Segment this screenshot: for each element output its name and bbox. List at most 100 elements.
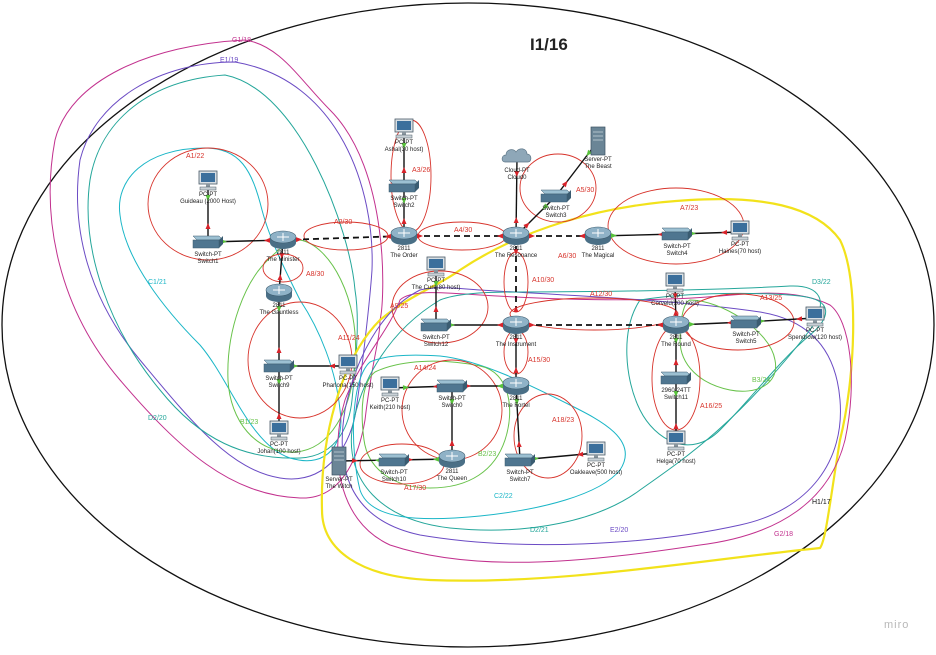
network-label: B2/23	[478, 451, 496, 458]
device-label: Haines(70 host)	[719, 249, 761, 255]
network-label: A17/30	[404, 485, 426, 492]
switch-icon	[420, 318, 452, 332]
link-the-fortel-switch7	[515, 385, 521, 461]
network-label: A12/30	[590, 291, 612, 298]
network-label: A7/23	[680, 205, 698, 212]
region-d2-outline	[87, 74, 358, 459]
device-label: 2811	[592, 246, 606, 252]
device-label: Switch-PT	[438, 396, 466, 402]
device-label: PC-PT	[731, 242, 749, 248]
network-label: D2/21	[530, 527, 549, 534]
port-marker	[523, 222, 530, 229]
port-marker	[264, 237, 271, 243]
network-label: G2/18	[774, 531, 793, 538]
port-marker	[277, 274, 283, 281]
network-label: H1/17	[812, 499, 831, 506]
port-marker	[449, 440, 455, 446]
device-label: The Cure(80 host)	[412, 285, 461, 291]
device-label: Switch9	[268, 383, 290, 389]
device-label: Switch-PT	[542, 206, 570, 212]
device-label: PC-PT	[270, 442, 288, 448]
network-label: B1/23	[240, 419, 258, 426]
router-icon	[438, 449, 466, 468]
port-marker	[401, 143, 407, 149]
network-label: C1/21	[148, 279, 167, 286]
port-marker	[513, 367, 519, 373]
network-label: A4/30	[454, 227, 472, 234]
port-marker	[205, 195, 211, 201]
device-label: 2811	[446, 469, 460, 475]
device-label: 2811	[510, 246, 524, 252]
switch-icon	[388, 179, 420, 193]
region-b1-outline	[227, 239, 357, 453]
device-label: The Witch	[325, 484, 352, 490]
network-label: A11/24	[338, 335, 360, 342]
switch-icon	[192, 235, 224, 249]
link-the-minister-the-order	[282, 235, 405, 241]
region-d2b-outline	[350, 285, 821, 531]
device-label: PC-PT	[667, 452, 685, 458]
port-marker	[721, 229, 728, 235]
pc-icon	[805, 306, 825, 327]
region-e2-outline	[341, 287, 841, 546]
port-marker	[673, 423, 679, 429]
port-marker	[401, 167, 407, 173]
device-label: Switch-PT	[422, 335, 450, 341]
device-label: Switch0	[441, 403, 463, 409]
device-label: Switch-PT	[380, 470, 408, 476]
port-marker	[577, 451, 584, 457]
device-label: Switch-PT	[732, 332, 760, 338]
port-marker	[529, 233, 535, 239]
pc-icon	[426, 256, 446, 277]
pc-icon	[666, 430, 686, 451]
port-marker	[401, 198, 407, 204]
server-icon	[331, 446, 347, 476]
region-d3-outline	[626, 292, 827, 446]
port-marker	[433, 306, 439, 312]
link-cloud0-the-resonance	[515, 157, 518, 237]
device-label: Cloud0	[507, 175, 527, 181]
network-label: A16/25	[700, 403, 722, 410]
device-label: Switch12	[424, 342, 449, 348]
region-c2-outline	[352, 354, 626, 520]
port-marker	[497, 233, 503, 239]
port-marker	[586, 149, 593, 157]
device-label: PC-PT	[427, 278, 445, 284]
pc-icon	[665, 272, 685, 293]
